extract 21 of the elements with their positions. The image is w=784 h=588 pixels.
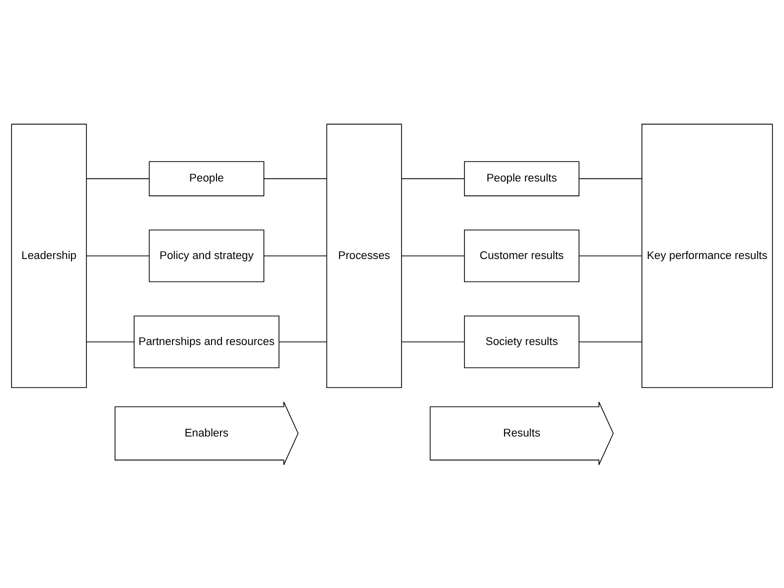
- connector: [578, 178, 642, 179]
- node-box: Partnerships and resources: [134, 315, 280, 368]
- connector: [264, 178, 327, 179]
- node-box: Key performance results: [642, 123, 773, 388]
- node-box: Policy and strategy: [148, 229, 264, 282]
- connector: [278, 340, 327, 342]
- connector: [86, 340, 134, 342]
- connector: [401, 340, 465, 342]
- connector: [578, 340, 642, 342]
- node-box: Society results: [464, 315, 580, 368]
- node-box: Processes: [326, 123, 402, 388]
- connector: [86, 255, 150, 256]
- node-box: People results: [464, 160, 580, 196]
- node-box: People: [148, 160, 264, 196]
- connector: [401, 255, 465, 256]
- connector: [264, 255, 327, 256]
- connector: [578, 255, 642, 256]
- connector: [86, 178, 150, 179]
- connector: [401, 178, 465, 179]
- node-box: Leadership: [11, 123, 87, 388]
- node-box: Customer results: [464, 229, 580, 282]
